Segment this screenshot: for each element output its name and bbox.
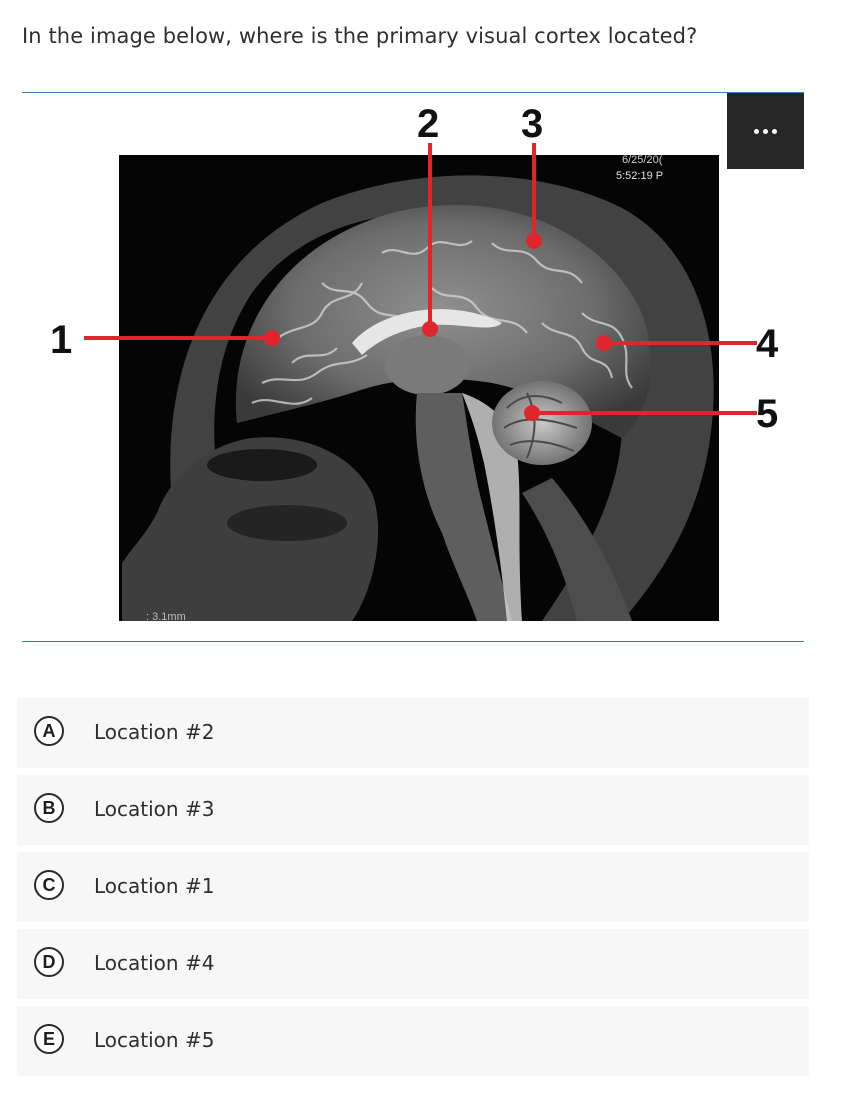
figure-panel: 6/25/20( 5:52:19 P : 3.1mm 1 2 3 4 5	[22, 92, 804, 642]
gyri-texture	[251, 240, 633, 405]
overlay-date: 6/25/20(	[622, 154, 663, 166]
option-d-label: Location #4	[94, 951, 215, 975]
option-c-label: Location #1	[94, 874, 215, 898]
option-b[interactable]: B Location #3	[17, 775, 809, 845]
question-text: In the image below, where is the primary…	[22, 24, 698, 48]
option-a-badge: A	[34, 716, 64, 746]
marker-dot-4	[596, 335, 612, 351]
option-c[interactable]: C Location #1	[17, 852, 809, 922]
option-a[interactable]: A Location #2	[17, 698, 809, 768]
spinal-column	[522, 478, 632, 621]
scale-label: : 3.1mm	[146, 611, 186, 623]
answer-options: A Location #2 B Location #3 C Location #…	[17, 698, 809, 1083]
marker-label-2: 2	[417, 102, 439, 146]
oral-cavity	[227, 505, 347, 541]
brainstem	[415, 393, 512, 621]
more-options-button[interactable]	[727, 93, 804, 169]
option-b-badge: B	[34, 793, 64, 823]
option-c-badge: C	[34, 870, 64, 900]
option-a-label: Location #2	[94, 720, 215, 744]
marker-label-1: 1	[50, 318, 72, 362]
option-e-label: Location #5	[94, 1028, 215, 1052]
marker-dot-3	[526, 233, 542, 249]
marker-label-4: 4	[756, 322, 779, 366]
cerebellum-folia	[503, 392, 578, 459]
marker-label-5: 5	[756, 392, 778, 436]
thalamus	[385, 335, 469, 395]
nasal-cavity	[207, 449, 317, 481]
overlay-time: 5:52:19 P	[616, 170, 663, 182]
marker-label-3: 3	[521, 102, 543, 146]
mri-figure: 6/25/20( 5:52:19 P : 3.1mm 1 2 3 4 5	[50, 102, 779, 623]
option-d-badge: D	[34, 947, 64, 977]
option-e-badge: E	[34, 1024, 64, 1054]
more-horizontal-icon	[754, 128, 777, 134]
option-d[interactable]: D Location #4	[17, 929, 809, 999]
cerebellum	[492, 381, 592, 465]
marker-dot-5	[524, 405, 540, 421]
option-b-label: Location #3	[94, 797, 215, 821]
marker-dot-1	[264, 330, 280, 346]
corpus-callosum	[352, 309, 502, 355]
option-e[interactable]: E Location #5	[17, 1006, 809, 1076]
marker-dot-2	[422, 321, 438, 337]
